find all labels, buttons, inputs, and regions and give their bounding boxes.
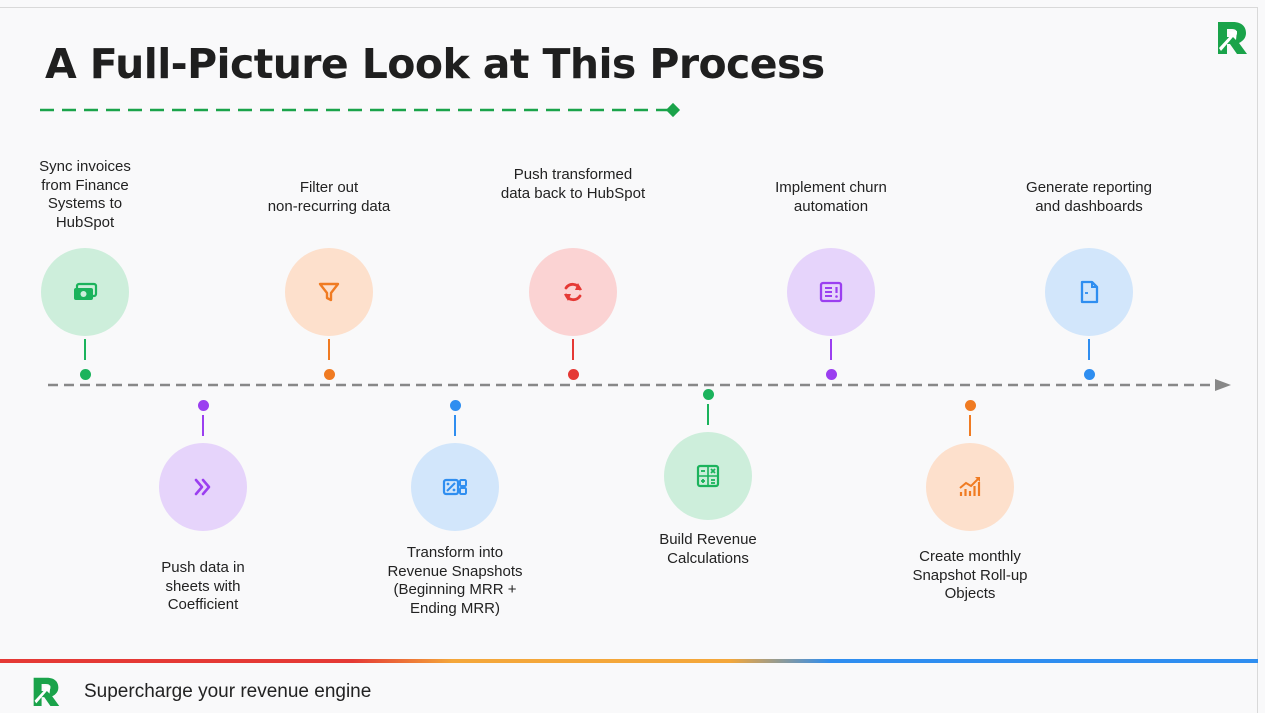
step-label-line: HubSpot bbox=[55, 213, 115, 231]
step-label-line: (Beginning MRR + bbox=[393, 581, 517, 598]
step-label-line: sheets with bbox=[165, 577, 241, 595]
step-connector bbox=[84, 339, 86, 360]
step-label-line: Push transformed bbox=[513, 166, 633, 183]
double-chevron-right-icon bbox=[189, 473, 217, 501]
alert-panel-icon bbox=[817, 278, 845, 306]
step-icon-circle bbox=[664, 432, 752, 520]
step-icon-circle bbox=[41, 248, 129, 336]
page-title: A Full-Picture Look at This Process bbox=[45, 40, 825, 88]
step-icon-circle bbox=[529, 248, 617, 336]
slide-right-border bbox=[1257, 7, 1258, 713]
step-connector bbox=[572, 339, 574, 360]
footer-brand-logo bbox=[33, 677, 60, 706]
slide-top-border bbox=[0, 7, 1258, 8]
step-marker-dot bbox=[702, 388, 714, 400]
timeline-arrowhead bbox=[1215, 379, 1231, 391]
refresh-icon bbox=[559, 278, 587, 306]
step-marker-dot bbox=[197, 399, 209, 411]
step-label-line: Build Revenue bbox=[659, 531, 757, 548]
step-icon-circle bbox=[926, 443, 1014, 531]
step-label-line: Create monthly bbox=[919, 548, 1021, 565]
step-connector bbox=[1088, 339, 1090, 360]
step-label-line: Generate reporting bbox=[1026, 179, 1152, 196]
step-marker-dot bbox=[964, 399, 976, 411]
calculator-percent-icon bbox=[441, 473, 469, 501]
step-connector bbox=[969, 415, 971, 436]
step-icon-circle bbox=[787, 248, 875, 336]
step-icon-circle bbox=[411, 443, 499, 531]
step-marker-dot bbox=[567, 368, 579, 380]
step-label-line: Implement churn bbox=[775, 179, 887, 196]
step-label-line: Systems to bbox=[47, 195, 123, 212]
step-label-line: Filter out bbox=[299, 179, 359, 196]
step-label-line: Objects bbox=[944, 585, 996, 602]
step-connector bbox=[454, 415, 456, 436]
step-connector bbox=[830, 339, 832, 360]
step-marker-dot bbox=[1083, 368, 1095, 380]
document-icon bbox=[1075, 278, 1103, 306]
step-label-line: from Finance bbox=[41, 176, 129, 194]
step-marker-dot bbox=[79, 368, 91, 380]
money-icon bbox=[71, 278, 99, 306]
step-label-line: Revenue Snapshots bbox=[387, 562, 523, 580]
step-label-line: Sync invoices bbox=[39, 158, 131, 175]
calculator-icon bbox=[694, 462, 722, 490]
step-label-line: Coefficient bbox=[167, 596, 239, 613]
step-label-line: automation bbox=[793, 197, 869, 215]
step-label-line: Snapshot Roll-up bbox=[912, 566, 1028, 584]
step-connector bbox=[202, 415, 204, 436]
chart-trend-icon bbox=[956, 473, 984, 501]
footer-tagline: Supercharge your revenue engine bbox=[84, 681, 372, 702]
brand-logo bbox=[1218, 22, 1247, 54]
step-marker-dot bbox=[825, 368, 837, 380]
step-label-line: Push data in bbox=[161, 559, 245, 576]
step-label-line: Transform into bbox=[406, 544, 504, 561]
footer-color-bar bbox=[0, 659, 1258, 663]
step-icon-circle bbox=[159, 443, 247, 531]
step-icon-circle bbox=[285, 248, 373, 336]
filter-icon bbox=[315, 278, 343, 306]
step-label-line: non-recurring data bbox=[267, 197, 391, 215]
step-connector bbox=[328, 339, 330, 360]
title-underline bbox=[40, 102, 681, 118]
step-label-line: data back to HubSpot bbox=[500, 184, 646, 202]
step-label-line: Ending MRR) bbox=[409, 599, 501, 617]
step-label-line: Calculations bbox=[667, 549, 749, 567]
step-label-line: and dashboards bbox=[1035, 197, 1143, 215]
step-connector bbox=[707, 404, 709, 425]
step-marker-dot bbox=[323, 368, 335, 380]
step-icon-circle bbox=[1045, 248, 1133, 336]
step-marker-dot bbox=[449, 399, 461, 411]
